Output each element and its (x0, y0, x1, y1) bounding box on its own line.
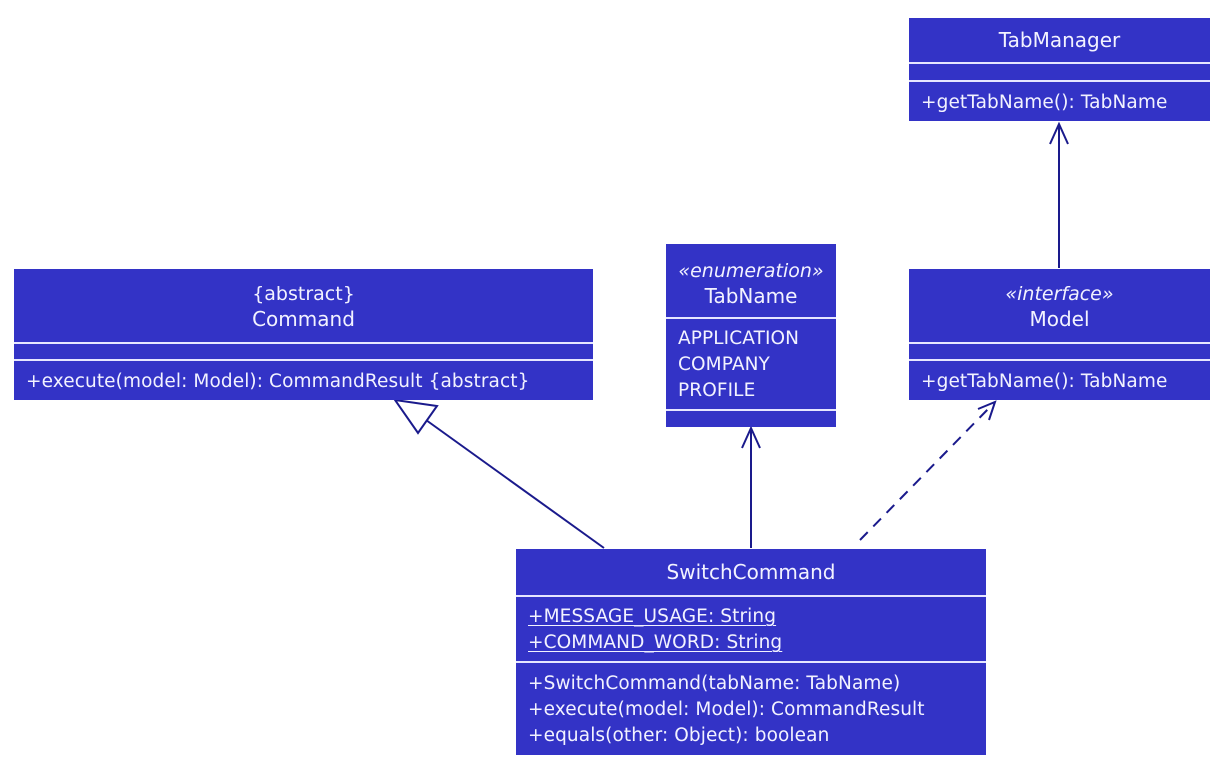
generalization-edge (425, 419, 605, 549)
class-command: {abstract} Command +execute(model: Model… (14, 269, 593, 400)
divider (516, 661, 986, 663)
operation: +equals(other: Object): boolean (528, 725, 830, 746)
class-header: TabManager (909, 18, 1210, 62)
abstract-label: {abstract} (252, 283, 355, 305)
operation: +getTabName(): TabName (921, 92, 1168, 113)
operation: +getTabName(): TabName (921, 371, 1168, 392)
operations-section: +getTabName(): TabName (909, 90, 1210, 116)
divider (14, 342, 593, 344)
class-name: Model (1029, 307, 1090, 331)
operation: +execute(model: Model): CommandResult {a… (26, 371, 530, 392)
operations-section: +getTabName(): TabName (909, 369, 1210, 395)
class-switchcommand: SwitchCommand +MESSAGE_USAGE: String +CO… (516, 549, 986, 755)
class-tabname: «enumeration» TabName APPLICATION COMPAN… (666, 244, 836, 427)
stereotype-label: «enumeration» (678, 260, 824, 282)
divider (909, 359, 1210, 361)
realization-arrowhead (977, 400, 997, 421)
divider (909, 62, 1210, 64)
class-name: TabName (704, 284, 798, 308)
class-tabmanager: TabManager +getTabName(): TabName (909, 18, 1210, 121)
association-arrowhead-tabmanager (1049, 121, 1069, 145)
class-header: «interface» Model (909, 279, 1210, 335)
literals-section: APPLICATION COMPANY PROFILE (666, 326, 836, 404)
class-name: TabManager (998, 28, 1121, 52)
attributes-section: +MESSAGE_USAGE: String +COMMAND_WORD: St… (516, 604, 986, 656)
operations-section: +execute(model: Model): CommandResult {a… (14, 369, 593, 395)
association-arrowhead-tabname (741, 425, 761, 449)
class-name: Command (252, 307, 355, 331)
enum-literal: PROFILE (678, 380, 756, 401)
divider (666, 317, 836, 319)
divider (666, 409, 836, 411)
enum-literal: COMPANY (678, 354, 770, 375)
class-header: «enumeration» TabName (666, 252, 836, 316)
realization-edge (859, 403, 994, 541)
operations-section: +SwitchCommand(tabName: TabName) +execut… (516, 671, 986, 749)
class-name: SwitchCommand (666, 560, 836, 584)
divider (516, 595, 986, 597)
static-attribute: +MESSAGE_USAGE: String (528, 606, 777, 627)
class-model: «interface» Model +getTabName(): TabName (909, 269, 1210, 400)
operation: +SwitchCommand(tabName: TabName) (528, 673, 901, 694)
divider (909, 342, 1210, 344)
static-attribute: +COMMAND_WORD: String (528, 632, 783, 653)
enum-literal: APPLICATION (678, 328, 800, 349)
divider (14, 359, 593, 361)
divider (909, 80, 1210, 82)
class-header: SwitchCommand (516, 549, 986, 595)
stereotype-label: «interface» (1005, 283, 1114, 305)
generalization-arrowhead (392, 398, 439, 435)
class-header: {abstract} Command (14, 273, 593, 341)
operation: +execute(model: Model): CommandResult (528, 699, 925, 720)
